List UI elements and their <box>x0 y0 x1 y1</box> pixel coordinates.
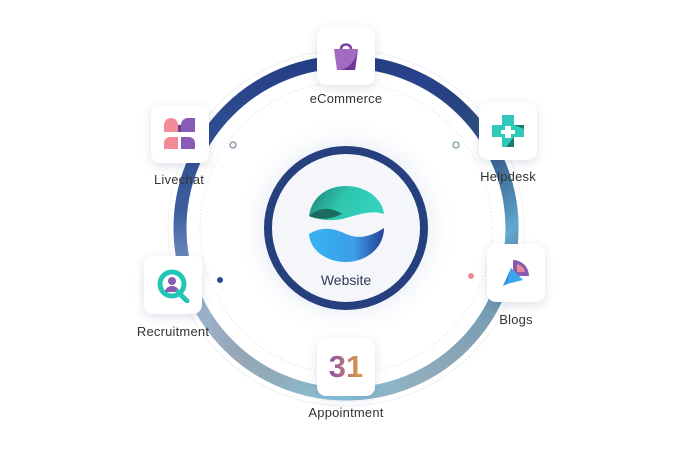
recruitment-label: Recruitment <box>136 324 210 339</box>
blogs-card[interactable] <box>487 244 545 302</box>
dot-marker <box>229 141 237 149</box>
livechat-label: Livechat <box>153 172 205 187</box>
dot-marker <box>217 277 223 283</box>
website-label: Website <box>320 272 372 288</box>
website-logo-icon <box>309 186 384 262</box>
ecommerce-label: eCommerce <box>309 91 383 106</box>
helpdesk-icon <box>492 115 524 147</box>
dot-marker <box>468 273 474 279</box>
shopping-bag-icon <box>334 43 358 70</box>
recruitment-card[interactable] <box>144 256 202 314</box>
center-circle <box>264 146 428 310</box>
ecommerce-card[interactable] <box>317 27 375 85</box>
calendar-31-icon: 31 <box>328 349 364 384</box>
blogs-icon <box>503 260 529 286</box>
livechat-card[interactable] <box>151 105 209 163</box>
appointment-label: Appointment <box>308 405 384 420</box>
dot-marker <box>452 141 460 149</box>
blogs-label: Blogs <box>499 312 533 327</box>
helpdesk-card[interactable] <box>479 102 537 160</box>
appointment-card[interactable]: 31 <box>317 338 375 396</box>
recruitment-icon <box>157 269 190 303</box>
helpdesk-label: Helpdesk <box>480 169 536 184</box>
livechat-icon <box>164 118 195 149</box>
